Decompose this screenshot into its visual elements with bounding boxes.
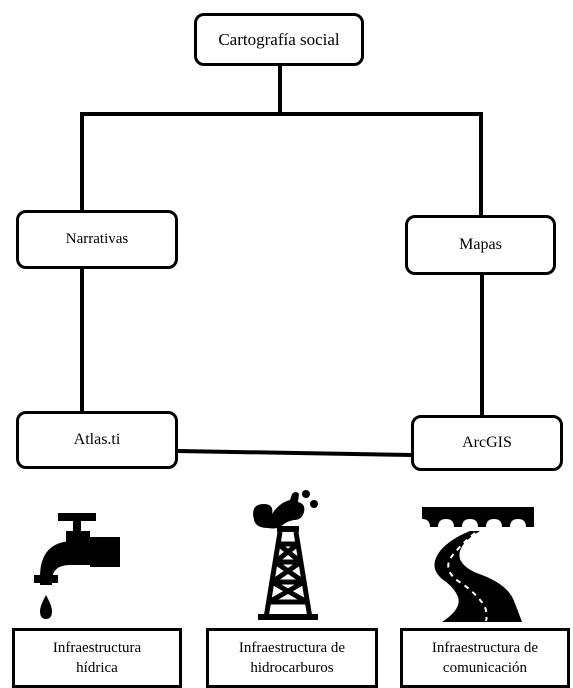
caption-infraestructura-hidrica: Infraestructura hídrica xyxy=(12,628,182,688)
node-arcgis: ArcGIS xyxy=(411,415,563,471)
node-mapas: Mapas xyxy=(405,215,556,275)
caption-line-2: hidrocarburos xyxy=(250,660,334,676)
caption-line-1: Infraestructura de xyxy=(431,640,539,656)
node-label: ArcGIS xyxy=(462,434,512,451)
node-label: Atlas.ti xyxy=(73,431,121,448)
node-atlas-ti: Atlas.ti xyxy=(16,411,178,469)
caption-line-1: Infraestructura de xyxy=(238,640,346,656)
node-narrativas: Narrativas xyxy=(16,210,178,269)
caption-line-2: hídrica xyxy=(76,660,118,676)
caption-infraestructura-comunicacion: Infraestructura de comunicación xyxy=(400,628,570,688)
node-label: Narrativas xyxy=(65,231,129,247)
node-cartografia-social: Cartografía social xyxy=(194,13,364,66)
road-bridge-icon xyxy=(422,507,534,622)
caption-infraestructura-hidrocarburos: Infraestructura de hidrocarburos xyxy=(206,628,378,688)
node-label: Mapas xyxy=(459,236,502,253)
node-label: Cartografía social xyxy=(218,30,340,49)
oil-derrick-icon xyxy=(253,490,318,620)
caption-line-2: comunicación xyxy=(442,660,528,676)
faucet-icon xyxy=(34,513,120,619)
caption-line-1: Infraestructura xyxy=(52,640,142,656)
connector-atlas-arcgis xyxy=(175,448,414,458)
